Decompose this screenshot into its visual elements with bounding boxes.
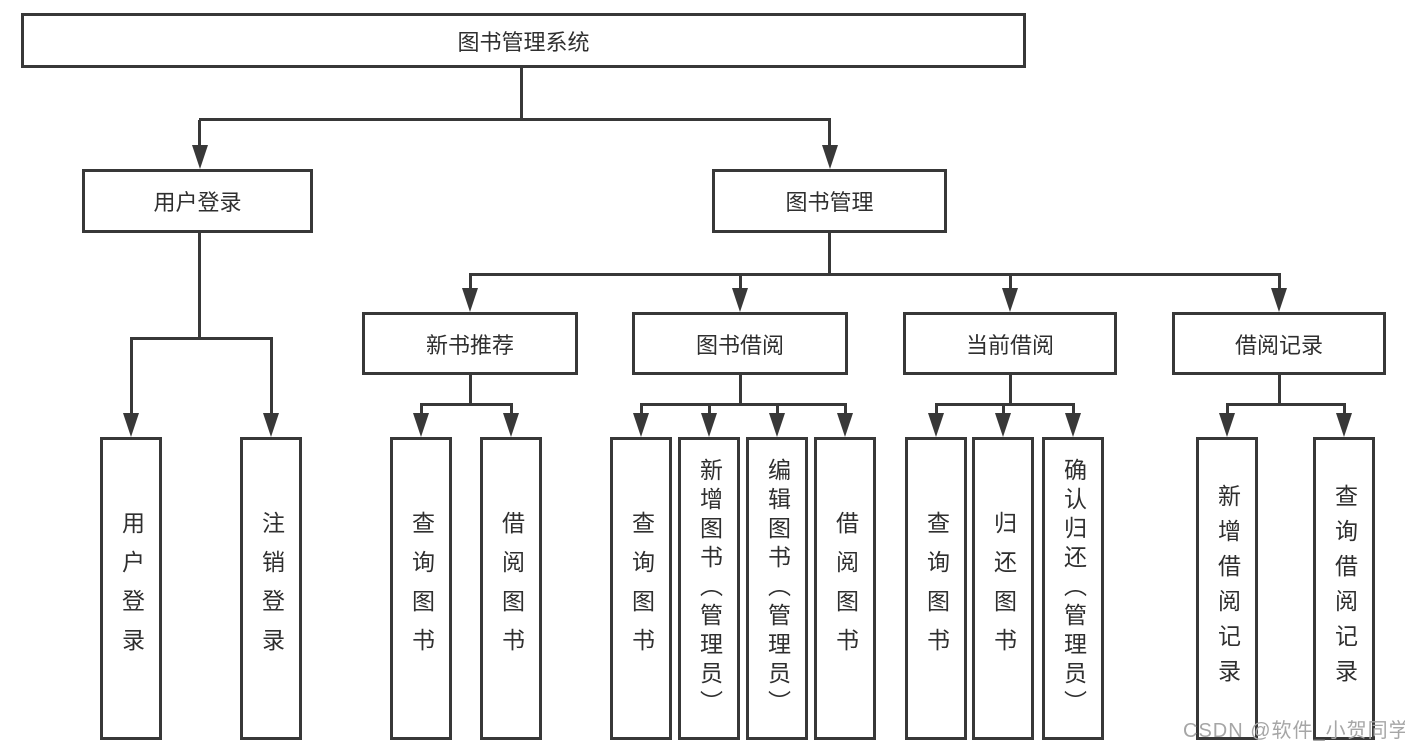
arrow-down-icon (769, 413, 785, 437)
connector-line (1278, 373, 1281, 403)
leaf-label: 借阅图书 (832, 510, 859, 667)
connector-line (1002, 405, 1005, 415)
csdn-watermark: CSDN @软件_小贺同学 (1183, 720, 1405, 742)
connector-line (1226, 405, 1229, 415)
leaf-user-login: 用户登录 (100, 437, 162, 740)
arrow-down-icon (995, 413, 1011, 437)
leaf-label: 查询图书 (923, 510, 950, 667)
connector-line (199, 118, 831, 121)
leaf-return-books: 归还图书 (972, 437, 1034, 740)
leaf-add-books-admin: 新增图书（管理员） (678, 437, 740, 740)
leaf-edit-books-admin: 编辑图书（管理员） (746, 437, 808, 740)
arrow-down-icon (701, 413, 717, 437)
connector-line (130, 339, 133, 415)
leaf-label: 注销登录 (258, 510, 285, 667)
connector-line (844, 405, 847, 415)
connector-line (739, 373, 742, 403)
leaf-label: 用户登录 (118, 510, 145, 667)
connector-line (640, 405, 643, 415)
node-current-borrowing: 当前借阅 (903, 312, 1117, 375)
arrow-down-icon (192, 145, 208, 169)
leaf-logout: 注销登录 (240, 437, 302, 740)
connector-line (520, 66, 523, 118)
arrow-down-icon (1002, 288, 1018, 312)
arrow-down-icon (1336, 413, 1352, 437)
arrow-down-icon (413, 413, 429, 437)
leaf-search-borrow-record: 查询借阅记录 (1313, 437, 1375, 740)
connector-line (270, 339, 273, 415)
connector-line (198, 120, 201, 148)
leaf-borrow-books: 借阅图书 (814, 437, 876, 740)
connector-line (469, 273, 1281, 276)
connector-line (130, 337, 273, 340)
arrow-down-icon (732, 288, 748, 312)
node-user-login: 用户登录 (82, 169, 313, 233)
leaf-label: 新增图书（管理员） (696, 458, 723, 719)
node-root-library-system: 图书管理系统 (21, 13, 1026, 68)
arrow-down-icon (928, 413, 944, 437)
leaf-label: 查询借阅记录 (1331, 483, 1358, 694)
leaf-search-books-borrow: 查询图书 (610, 437, 672, 740)
leaf-borrow-books-recommend: 借阅图书 (480, 437, 542, 740)
connector-line (640, 403, 847, 406)
connector-line (1009, 275, 1012, 291)
arrow-down-icon (1065, 413, 1081, 437)
connector-line (510, 405, 513, 415)
connector-line (469, 373, 472, 403)
node-borrowing-records: 借阅记录 (1172, 312, 1386, 375)
connector-line (1072, 405, 1075, 415)
arrow-down-icon (503, 413, 519, 437)
leaf-label: 查询图书 (408, 510, 435, 667)
leaf-search-books-current: 查询图书 (905, 437, 967, 740)
leaf-label: 编辑图书（管理员） (764, 458, 791, 719)
leaf-label: 确认归还（管理员） (1060, 458, 1087, 719)
connector-line (1226, 403, 1346, 406)
arrow-down-icon (822, 145, 838, 169)
arrow-down-icon (1271, 288, 1287, 312)
connector-line (1278, 275, 1281, 291)
node-book-borrowing: 图书借阅 (632, 312, 848, 375)
node-book-management: 图书管理 (712, 169, 947, 233)
leaf-label: 查询图书 (628, 510, 655, 667)
leaf-label: 新增借阅记录 (1214, 483, 1241, 694)
connector-line (420, 403, 513, 406)
connector-line (828, 120, 831, 148)
connector-line (420, 405, 423, 415)
connector-line (469, 275, 472, 291)
leaf-add-borrow-record: 新增借阅记录 (1196, 437, 1258, 740)
leaf-label: 归还图书 (990, 510, 1017, 667)
connector-line (1343, 405, 1346, 415)
arrow-down-icon (1219, 413, 1235, 437)
connector-line (776, 405, 779, 415)
connector-line (1009, 373, 1012, 403)
connector-line (935, 403, 1075, 406)
leaf-confirm-return-admin: 确认归还（管理员） (1042, 437, 1104, 740)
connector-line (935, 405, 938, 415)
arrow-down-icon (633, 413, 649, 437)
connector-line (708, 405, 711, 415)
connector-line (739, 275, 742, 291)
arrow-down-icon (123, 413, 139, 437)
arrow-down-icon (263, 413, 279, 437)
connector-line (198, 231, 201, 337)
arrow-down-icon (462, 288, 478, 312)
connector-line (828, 231, 831, 273)
node-new-book-recommendation: 新书推荐 (362, 312, 578, 375)
leaf-search-books-recommend: 查询图书 (390, 437, 452, 740)
arrow-down-icon (837, 413, 853, 437)
leaf-label: 借阅图书 (498, 510, 525, 667)
